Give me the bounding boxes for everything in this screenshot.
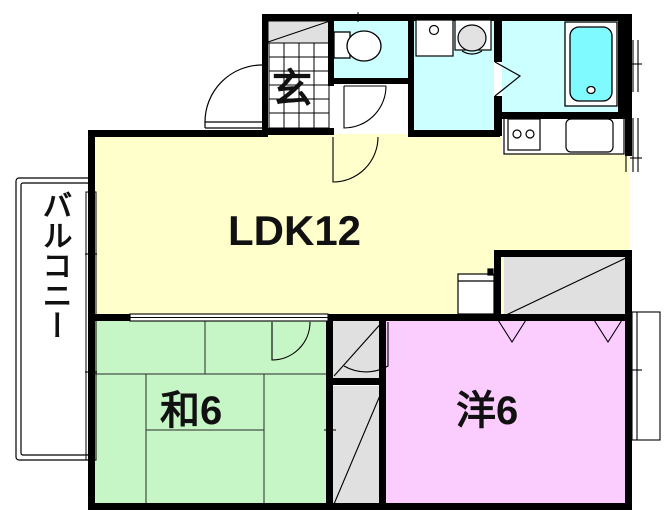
sliding-partition-washitsu xyxy=(129,313,329,322)
ldk-hall-door-swing xyxy=(332,136,379,183)
room-label-washitsu: 和6 xyxy=(160,389,223,433)
balcony-sash-frame xyxy=(85,191,97,461)
window-right-bath xyxy=(630,40,642,92)
kitchen-sink xyxy=(565,118,614,153)
washitsu-floor-fill xyxy=(93,320,333,506)
room-label-balcony: バルコニー xyxy=(37,190,71,340)
balcony-window-ldk xyxy=(85,196,97,258)
ldk-floor-fill xyxy=(93,134,528,320)
entrance-door-swing xyxy=(204,64,263,129)
washing-machine-space xyxy=(415,19,454,57)
toilet-fixture xyxy=(333,30,382,62)
genkan-tile-grid xyxy=(267,20,331,129)
ldk-counter-unit xyxy=(457,268,495,315)
washbasin-sink xyxy=(454,19,492,55)
washitsu-door-swing xyxy=(271,321,311,361)
kitchen-stove-two-burner xyxy=(507,118,541,151)
hallway-fill xyxy=(332,80,412,134)
room-label-youshitsu: 洋6 xyxy=(456,389,519,433)
tatami-mat-lines xyxy=(93,321,326,503)
youshitsu-door-swing xyxy=(343,322,389,373)
closet-mid-fill xyxy=(333,320,385,378)
closet-mid xyxy=(333,319,385,377)
room-label-ldk: LDK12 xyxy=(228,207,362,254)
room-label-genkan: 玄 xyxy=(272,67,312,111)
youshitsu-floor-fill xyxy=(385,320,631,506)
closet-door-track xyxy=(324,320,336,506)
balcony-window-washitsu xyxy=(85,326,97,428)
closet-low xyxy=(333,385,385,505)
kitchen-counter-outline xyxy=(503,117,625,155)
window-right-kitchen xyxy=(625,118,642,172)
bathroom-sliding-door xyxy=(494,61,522,97)
toilet-door-swing xyxy=(343,85,387,129)
balcony-outline xyxy=(15,177,95,461)
window-right-youshitsu xyxy=(630,311,661,441)
bathtub xyxy=(564,21,618,107)
closet-upper-youshitsu xyxy=(497,257,627,344)
